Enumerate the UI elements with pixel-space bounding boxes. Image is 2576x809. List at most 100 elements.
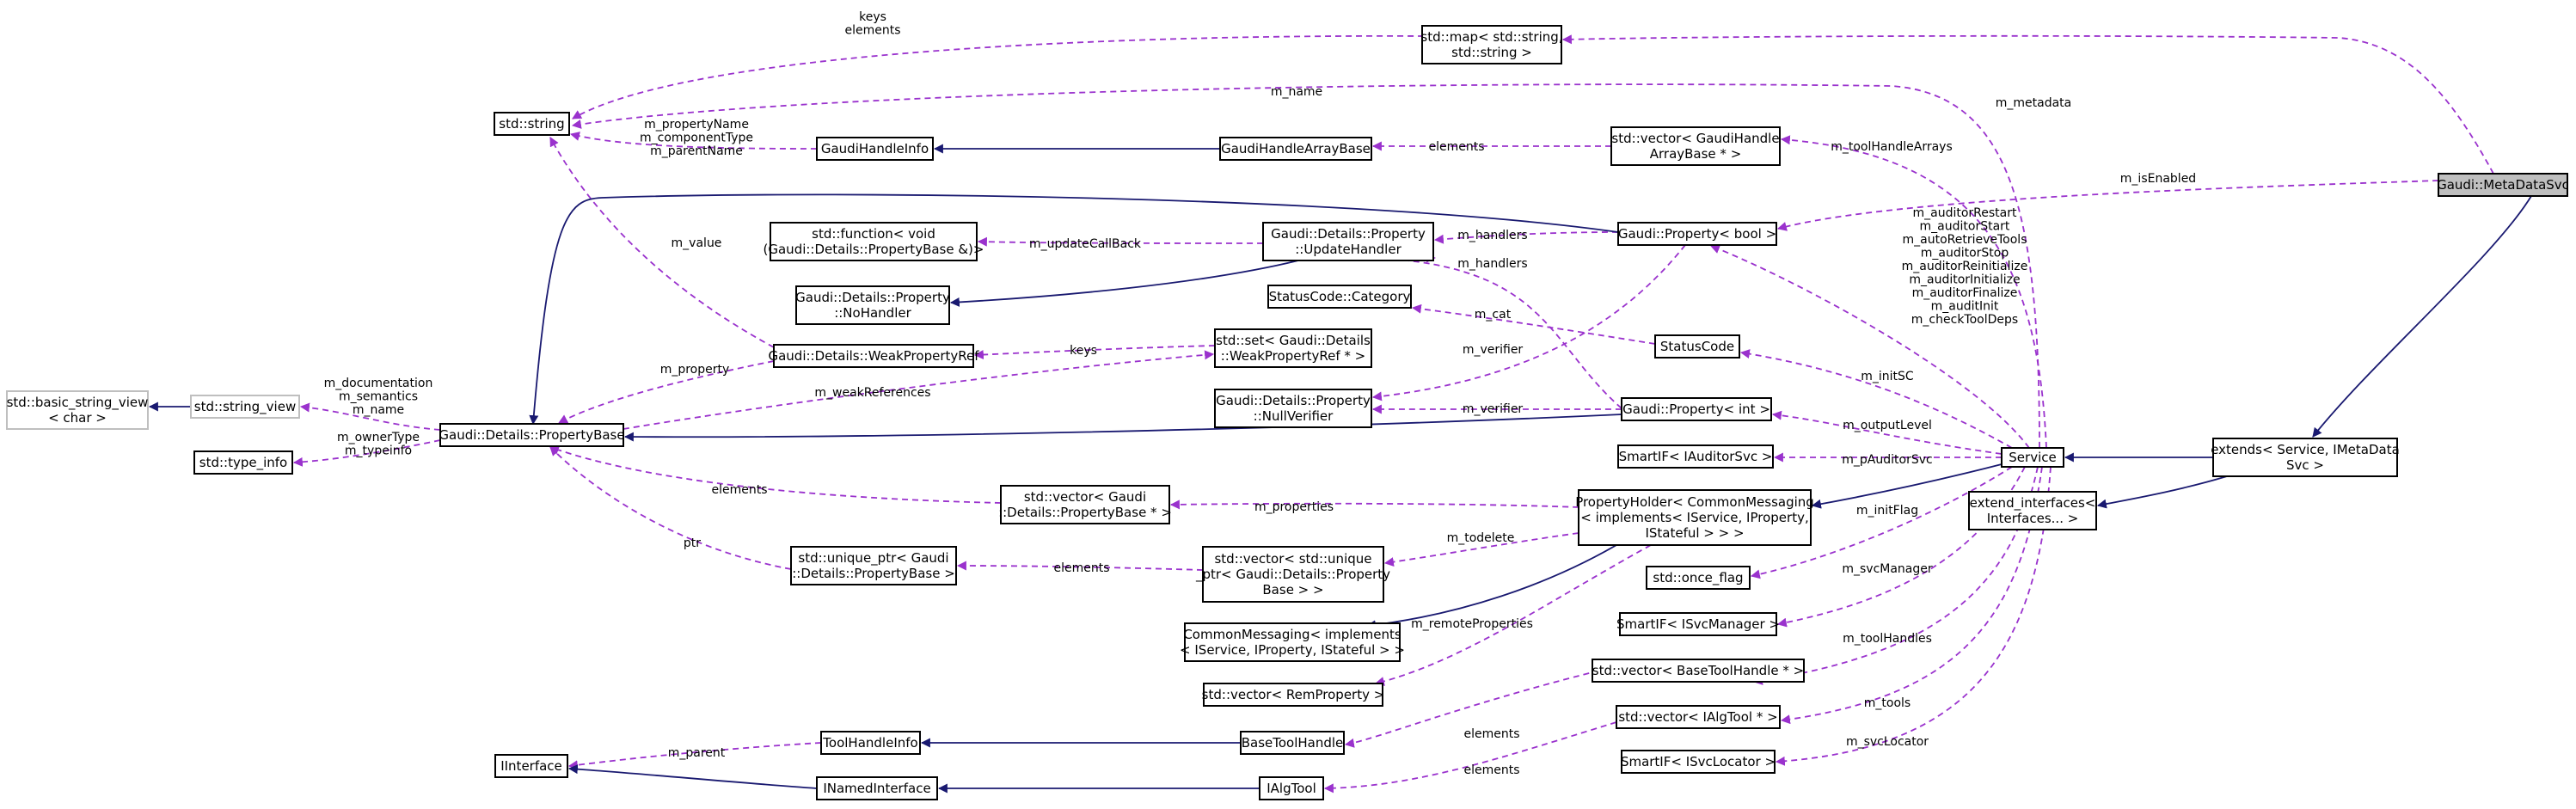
class-node-vec-handlearray[interactable]: std::vector< GaudiHandleArrayBase * > [1610,126,1781,166]
edge-label-text: elements [1463,727,1519,741]
class-node-label: ::UpdateHandler [1295,242,1401,257]
class-node-nullverifier[interactable]: Gaudi::Details::Property::NullVerifier [1214,389,1372,428]
edge-label-elements-handlearray: elements [1428,140,1484,154]
class-node-label: INamedInterface [823,781,930,796]
class-node-label: Gaudi::Property< int > [1622,401,1770,417]
class-node-vec-remprop[interactable]: std::vector< RemProperty > [1202,683,1385,707]
class-node-label: ::NoHandler [834,305,911,321]
class-node-ialgtool[interactable]: IAlgTool [1259,776,1324,800]
class-node-handleinfo[interactable]: GaudiHandleInfo [816,137,934,161]
edge-label-elements-ialgtool: elements [1463,763,1519,777]
member-edge-34 [549,446,792,570]
class-node-propholder[interactable]: PropertyHolder< CommonMessaging< impleme… [1575,489,1814,546]
edge-label-text: m_documentation [324,377,433,390]
class-node-vec-basetool[interactable]: std::vector< BaseToolHandle * > [1592,659,1805,683]
class-node-label: IInterface [500,758,562,774]
edge-label-text: m_cat [1475,308,1512,322]
edge-label-text: m_verifier [1463,402,1524,416]
class-node-smartif-svcloc[interactable]: SmartIF< ISvcLocator > [1621,750,1776,774]
edge-label-m-verifier-int: m_verifier [1463,402,1524,416]
class-node-statuscode[interactable]: StatusCode [1654,334,1740,359]
class-node-vec-propbase[interactable]: std::vector< Gaudi::Details::PropertyBas… [998,485,1172,524]
class-node-prop-bool[interactable]: Gaudi::Property< bool > [1617,222,1777,246]
class-node-label: IAlgTool [1267,781,1316,796]
class-node-inamedinterface[interactable]: INamedInterface [816,776,938,800]
edge-label-text: elements [711,483,767,497]
class-node-set-weakref[interactable]: std::set< Gaudi::Details::WeakPropertyRe… [1214,328,1372,368]
class-node-label: std::type_info [199,455,287,471]
class-node-label: ::Details::PropertyBase > [792,566,955,581]
class-node-label: GaudiHandleInfo [821,141,929,156]
edge-label-text: m_value [672,236,722,250]
edge-label-text: m_componentType [640,132,753,145]
class-node-nohandler[interactable]: Gaudi::Details::Property::NoHandler [795,285,950,325]
class-node-basetoolhandle[interactable]: BaseToolHandle [1240,731,1345,755]
class-node-updatehandler[interactable]: Gaudi::Details::Property::UpdateHandler [1262,222,1434,261]
class-node-label: BaseToolHandle [1242,735,1344,751]
class-node-vec-uniqueptr[interactable]: std::vector< std::unique_ptr< Gaudi::Det… [1195,546,1390,603]
edge-label-text: elements [1053,561,1109,575]
class-node-label: std::string [499,116,564,132]
class-node-label: IStateful > > > [1645,525,1744,541]
class-node-label: Gaudi::Details::Property [795,290,950,305]
edge-label-text: m_handlers [1457,257,1527,271]
edge-label-text: m_parentName [650,144,743,158]
class-node-label: std::set< Gaudi::Details [1216,333,1371,348]
edge-label-text: m_auditorReinitialize [1902,260,2028,273]
class-node-statuscat[interactable]: StatusCode::Category [1267,285,1412,309]
class-node-string-view[interactable]: std::string_view [190,395,300,419]
class-node-label: ::WeakPropertyRef * > [1221,348,1366,364]
class-node-prop-int[interactable]: Gaudi::Property< int > [1621,397,1772,421]
class-node-label: ArrayBase * > [1650,146,1742,162]
member-edge-10 [1776,180,2439,231]
edge-label-m-value: m_value [672,236,722,250]
inheritance-edge-37 [1365,544,1617,630]
class-node-label: Base > > [1262,582,1323,598]
edge-label-m-tools: m_tools [1864,696,1911,710]
class-node-commonmessaging[interactable]: CommonMessaging< implements< IService, I… [1180,622,1405,662]
class-node-smartif-svcmgr[interactable]: SmartIF< ISvcManager > [1616,612,1780,636]
edge-label-text: ptr [684,536,701,550]
edge-label-text: m_auditInit [1931,300,1999,314]
edge-label-text: m_remoteProperties [1411,617,1533,631]
edge-label-m-pAuditorSvc: m_pAuditorSvc [1842,453,1932,467]
edge-label-elements-uniqueptr: elements [1053,561,1109,575]
edge-label-text: elements [1463,763,1519,777]
inheritance-edge-2 [2096,475,2228,509]
inheritance-edge-15 [949,260,1299,307]
edge-label-m-toolHandleArrays: m_toolHandleArrays [1831,140,1953,154]
member-edge-47 [1775,466,2052,766]
class-node-label: < implements< IService, IProperty, [1580,510,1808,525]
class-node-metadatasvc[interactable]: Gaudi::MetaDataSvc [2437,173,2569,197]
class-node-iinterface[interactable]: IInterface [494,754,568,778]
class-node-service[interactable]: Service [2001,447,2064,468]
class-node-extend-ifaces[interactable]: extend_interfaces<Interfaces... > [1968,491,2097,530]
class-node-toolhandleinfo[interactable]: ToolHandleInfo [820,731,921,755]
class-node-func[interactable]: std::function< void(Gaudi::Details::Prop… [764,222,984,261]
edge-label-ptr: ptr [684,536,701,550]
edge-label-text: elements [844,24,900,38]
edge-label-m-todelete: m_todelete [1447,531,1515,545]
class-node-handlearraybase[interactable]: GaudiHandleArrayBase [1219,137,1372,161]
class-node-type-info[interactable]: std::type_info [193,450,293,475]
class-node-uniqueptr[interactable]: std::unique_ptr< Gaudi::Details::Propert… [790,546,957,585]
class-node-weakref[interactable]: Gaudi::Details::WeakPropertyRef [768,344,979,368]
class-node-smartif-auditor[interactable]: SmartIF< IAuditorSvc > [1617,444,1774,469]
class-node-once-flag[interactable]: std::once_flag [1646,566,1751,590]
class-node-vec-ialgtool[interactable]: std::vector< IAlgTool * > [1616,705,1781,729]
class-node-basic-sv[interactable]: std::basic_string_view< char > [6,390,149,430]
class-node-label: std::vector< RemProperty > [1202,687,1385,702]
inheritance-edge-0 [2312,195,2532,438]
edge-label-m-properties: m_properties [1254,500,1334,514]
class-node-propertybase[interactable]: Gaudi::Details::PropertyBase [439,423,625,447]
class-node-label: std::vector< std::unique [1214,551,1371,567]
edge-label-text: m_name [1271,85,1322,99]
class-node-label: Gaudi::Details::PropertyBase [439,427,624,443]
class-node-map[interactable]: std::map< std::string,std::string > [1420,25,1563,64]
class-node-string[interactable]: std::string [494,112,570,136]
class-node-label: Svc > [2286,457,2324,473]
edge-label-text: m_weakReferences [814,386,930,400]
